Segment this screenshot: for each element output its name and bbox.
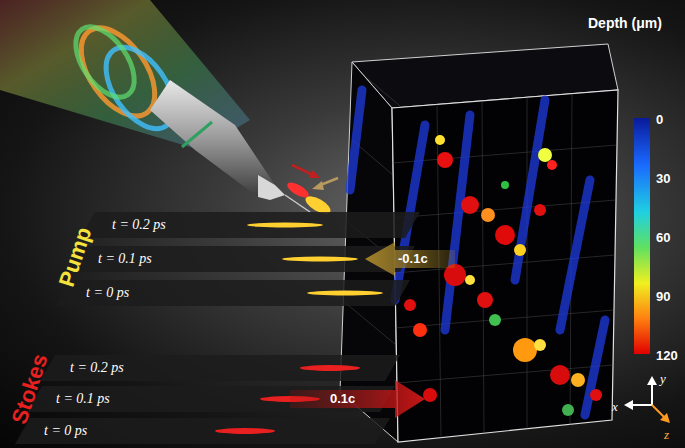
time-label: t = 0 ps bbox=[86, 286, 129, 300]
time-label: t = 0.2 ps bbox=[112, 218, 166, 232]
stokes-arrowhead bbox=[309, 170, 320, 178]
colorbar-tick: 120 bbox=[656, 349, 678, 362]
time-label: t = 0 ps bbox=[44, 424, 87, 438]
pump-velocity-arrow bbox=[365, 242, 455, 276]
depth-colorbar bbox=[634, 118, 650, 354]
objective-tip bbox=[258, 175, 285, 200]
colorbar-tick: 0 bbox=[656, 113, 663, 126]
axis-label: y bbox=[660, 372, 666, 385]
time-label: t = 0.2 ps bbox=[70, 361, 124, 375]
stokes-strips bbox=[15, 355, 400, 444]
velocity-label: -0.1c bbox=[398, 252, 428, 265]
volume-cube bbox=[340, 44, 618, 442]
velocity-label: 0.1c bbox=[330, 392, 355, 405]
colorbar-tick: 60 bbox=[656, 231, 670, 244]
pump-arrowhead bbox=[312, 181, 324, 190]
objective-lens bbox=[150, 80, 275, 197]
colorbar-tick: 30 bbox=[656, 172, 670, 185]
axis-label: z bbox=[664, 428, 669, 441]
time-label: t = 0.1 ps bbox=[98, 252, 152, 266]
colorbar-title: Depth (μm) bbox=[588, 16, 662, 30]
colorbar-tick: 90 bbox=[656, 290, 670, 303]
lens-band bbox=[182, 122, 212, 147]
stokes-velocity-arrow bbox=[290, 380, 425, 418]
time-label: t = 0.1 ps bbox=[56, 392, 110, 406]
axis-label: x bbox=[612, 400, 618, 413]
